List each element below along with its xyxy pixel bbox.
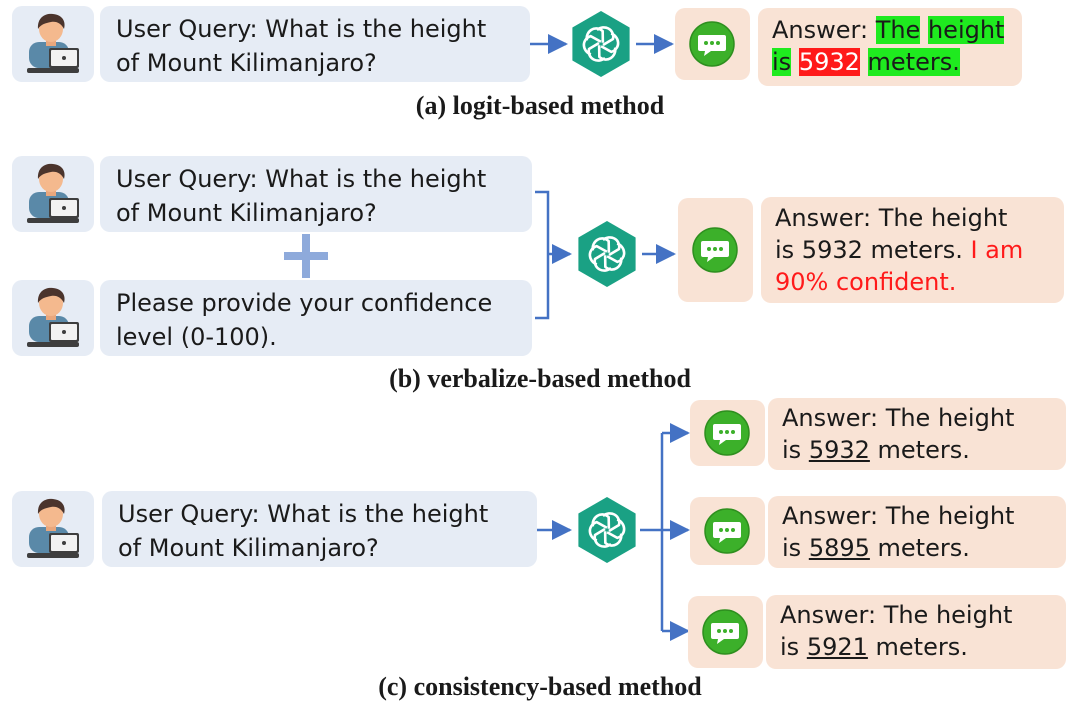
user-avatar-box	[12, 6, 94, 82]
openai-logo-icon	[572, 495, 642, 565]
openai-logo-icon	[572, 219, 642, 289]
answer-prefix: is	[782, 534, 809, 562]
user-avatar-box	[12, 156, 94, 232]
answer-line-2: is 5932 meters.	[782, 434, 1052, 466]
chat-icon-box	[675, 8, 750, 80]
token-meters-highlight: meters.	[867, 48, 960, 76]
answer-line-2: is 5921 meters.	[780, 631, 1052, 663]
answer-line-1: Answer: The height	[782, 502, 1015, 530]
chat-icon-box	[690, 497, 765, 565]
sampled-value: 5895	[808, 534, 870, 562]
token-value-highlight: 5932	[798, 48, 860, 76]
answer-text: is 5932 meters.	[775, 236, 971, 264]
user-laptop-icon	[25, 497, 81, 561]
token-height-highlight: height	[927, 16, 1005, 44]
chat-bubble-icon	[692, 227, 738, 273]
chat-bubble-icon	[704, 410, 750, 456]
caption-c: (c) consistency-based method	[378, 672, 702, 701]
answer-line-1: Answer: The height	[782, 404, 1015, 432]
confidence-statement: I am	[970, 236, 1024, 264]
chat-bubble-icon	[689, 21, 735, 67]
answer-line-2: is 5932 meters.	[772, 46, 1008, 78]
caption-b: (b) verbalize-based method	[389, 364, 691, 393]
query-line-1: User Query: What is the height	[116, 15, 487, 43]
openai-logo-icon	[566, 9, 636, 79]
bracket-inputs-b	[535, 190, 550, 320]
chat-icon-box	[678, 198, 753, 302]
answer-line-2: is 5932 meters. I am	[775, 234, 1050, 266]
answer-box-3: Answer: The height is 5921 meters.	[766, 595, 1066, 669]
confidence-statement-cont: 90% confident.	[775, 268, 957, 296]
sampled-value: 5932	[808, 436, 870, 464]
caption-a: (a) logit-based method	[415, 91, 665, 120]
chat-icon-box	[688, 596, 763, 668]
answer-box: Answer: The height is 5932 meters. I am …	[761, 197, 1064, 303]
query-line-1: User Query: What is the height	[116, 165, 487, 193]
user-laptop-icon	[25, 162, 81, 226]
confidence-prompt-box: Please provide your confidence level (0-…	[100, 280, 532, 356]
chat-bubble-icon	[702, 609, 748, 655]
query-line-2: of Mount Kilimanjaro?	[116, 49, 377, 77]
user-laptop-icon	[25, 12, 81, 76]
query-line-2: of Mount Kilimanjaro?	[118, 534, 379, 562]
token-is-highlight: is	[772, 48, 792, 76]
prompt-line-2: level (0-100).	[116, 323, 277, 351]
answer-line-1: Answer: The height	[772, 14, 1008, 46]
answer-box-1: Answer: The height is 5932 meters.	[768, 398, 1066, 470]
answer-line-1: Answer: The height	[775, 204, 1008, 232]
answer-suffix: meters.	[869, 534, 970, 562]
prompt-line-1: Please provide your confidence	[116, 289, 493, 317]
chat-icon-box	[690, 400, 765, 466]
user-query-box: User Query: What is the height of Mount …	[102, 491, 537, 567]
answer-box-2: Answer: The height is 5895 meters.	[768, 496, 1066, 568]
user-laptop-icon	[25, 286, 81, 350]
answer-label: Answer:	[772, 16, 876, 44]
answer-suffix: meters.	[869, 436, 970, 464]
user-query-box: User Query: What is the height of Mount …	[100, 6, 530, 82]
user-avatar-box	[12, 280, 94, 356]
token-the-highlight: The	[875, 16, 921, 44]
answer-prefix: is	[780, 633, 807, 661]
sampled-value: 5921	[806, 633, 868, 661]
user-avatar-box	[12, 491, 94, 567]
answer-box: Answer: The height is 5932 meters.	[758, 8, 1022, 86]
query-line-2: of Mount Kilimanjaro?	[116, 199, 377, 227]
answer-prefix: is	[782, 436, 809, 464]
query-line-1: User Query: What is the height	[118, 500, 489, 528]
answer-suffix: meters.	[867, 633, 968, 661]
chat-bubble-icon	[704, 508, 750, 554]
answer-line-1: Answer: The height	[780, 601, 1013, 629]
answer-line-2: is 5895 meters.	[782, 532, 1052, 564]
user-query-box: User Query: What is the height of Mount …	[100, 156, 532, 232]
plus-icon	[284, 234, 328, 278]
